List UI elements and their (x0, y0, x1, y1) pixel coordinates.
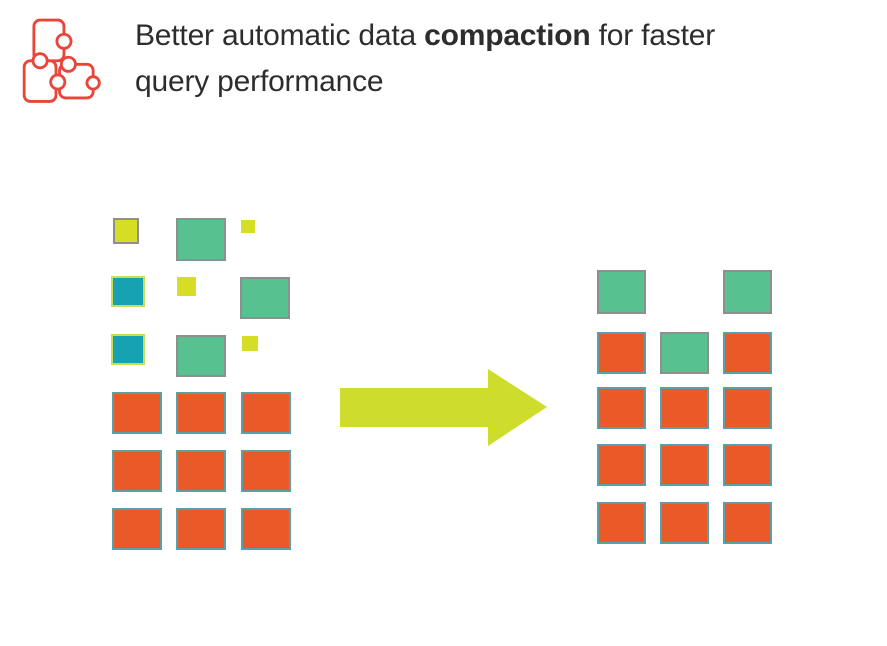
before-file-square (176, 508, 226, 550)
before-file-square (112, 508, 162, 550)
title-text-2: for faster (590, 19, 716, 52)
after-file-square (597, 270, 646, 314)
before-file-square (176, 335, 226, 377)
before-file-square (113, 218, 139, 244)
before-file-square (240, 277, 290, 319)
after-file-square (660, 387, 709, 429)
after-file-square (597, 332, 646, 374)
before-file-square (111, 334, 145, 365)
after-file-square (660, 502, 709, 544)
title-text-bold: compaction (424, 19, 591, 52)
before-file-square (176, 450, 226, 492)
after-file-square (597, 444, 646, 486)
after-file-square (660, 444, 709, 486)
before-file-square (241, 508, 291, 550)
before-file-square (242, 336, 258, 351)
after-file-square (660, 332, 709, 374)
slide-title: Better automatic data compaction for fas… (135, 13, 875, 105)
before-file-square (176, 392, 226, 434)
before-file-square (112, 392, 162, 434)
after-file-square (723, 387, 772, 429)
before-file-square (241, 392, 291, 434)
before-file-square (112, 450, 162, 492)
after-file-square (723, 502, 772, 544)
title-text-line2: query performance (135, 65, 384, 98)
before-file-square (111, 276, 145, 307)
right-arrow-icon (340, 369, 547, 446)
puzzle-icon (22, 18, 101, 103)
after-file-square (597, 502, 646, 544)
after-file-square (723, 444, 772, 486)
after-file-square (723, 332, 772, 374)
title-text-1: Better automatic data (135, 19, 425, 52)
after-file-square (723, 270, 772, 314)
before-file-square (241, 220, 255, 233)
before-file-square (176, 218, 226, 261)
after-file-square (597, 387, 646, 429)
before-file-square (241, 450, 291, 492)
before-file-square (177, 277, 196, 296)
